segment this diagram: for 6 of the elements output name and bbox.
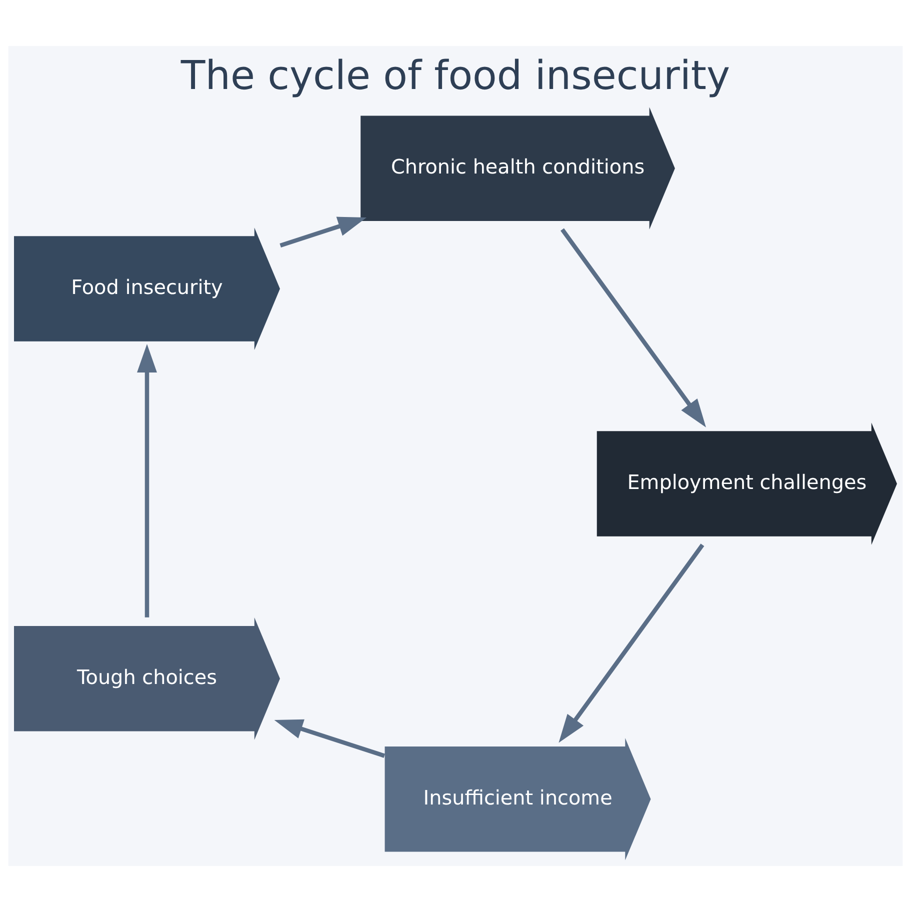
diagram-title: The cycle of food insecurity bbox=[180, 52, 730, 99]
arrow bbox=[560, 228, 706, 427]
arrow bbox=[137, 343, 157, 617]
arrow bbox=[274, 718, 386, 758]
arrow bbox=[280, 216, 366, 247]
arrow bbox=[558, 543, 704, 742]
